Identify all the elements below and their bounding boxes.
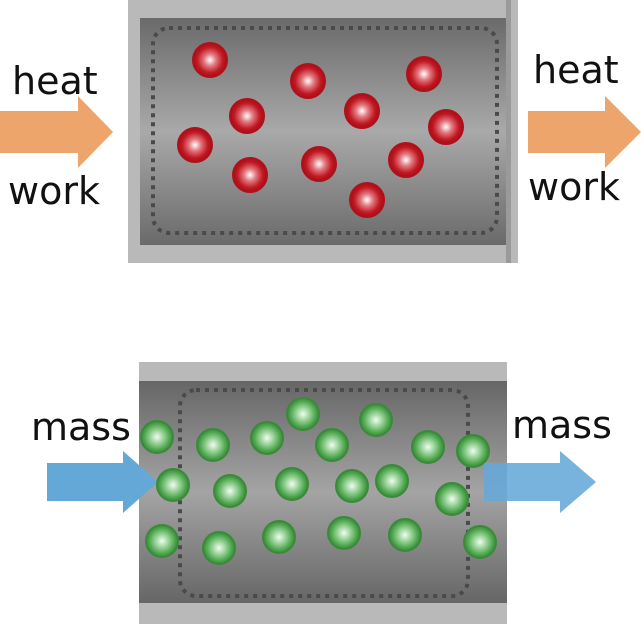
heat-work-out-arrow (528, 96, 641, 168)
green-particle (335, 469, 369, 503)
mass-in-label: mass (31, 405, 131, 449)
closed-system: heat work heat work (0, 0, 641, 263)
work-out-label: work (528, 165, 620, 209)
closed-system-boundary (151, 26, 499, 235)
green-particle (145, 524, 179, 558)
closed-container-right-edge (506, 0, 511, 263)
red-particle (301, 146, 337, 182)
red-particle (388, 142, 424, 178)
mass-in-arrow (47, 451, 158, 513)
green-particle (315, 428, 349, 462)
heat-out-label: heat (533, 48, 619, 92)
red-particle (428, 109, 464, 145)
red-particle (232, 157, 268, 193)
red-particle (192, 42, 228, 78)
green-particle (196, 428, 230, 462)
open-container-bottom-wall (139, 603, 507, 624)
red-particle (406, 56, 442, 92)
red-particle (349, 182, 385, 218)
mass-out-label: mass (512, 403, 612, 447)
green-particle (202, 531, 236, 565)
green-particle (262, 520, 296, 554)
closed-particles (177, 42, 464, 218)
red-particle (344, 93, 380, 129)
heat-work-in-arrow (0, 96, 113, 168)
green-particle (375, 464, 409, 498)
green-particle (435, 482, 469, 516)
open-particles (140, 397, 497, 565)
green-particle (388, 518, 422, 552)
green-particle (275, 467, 309, 501)
heat-in-label: heat (12, 59, 98, 103)
red-particle (177, 127, 213, 163)
work-in-label: work (8, 169, 100, 213)
green-particle (463, 525, 497, 559)
green-particle (250, 421, 284, 455)
green-particle (327, 516, 361, 550)
green-particle (156, 468, 190, 502)
green-particle (411, 430, 445, 464)
mass-out-arrow (484, 451, 596, 513)
green-particle (456, 434, 490, 468)
red-particle (290, 63, 326, 99)
open-system: mass mass (31, 362, 612, 624)
green-particle (213, 474, 247, 508)
open-container-top-wall (139, 362, 507, 381)
green-particle (286, 397, 320, 431)
green-particle (140, 420, 174, 454)
green-particle (359, 403, 393, 437)
red-particle (229, 98, 265, 134)
